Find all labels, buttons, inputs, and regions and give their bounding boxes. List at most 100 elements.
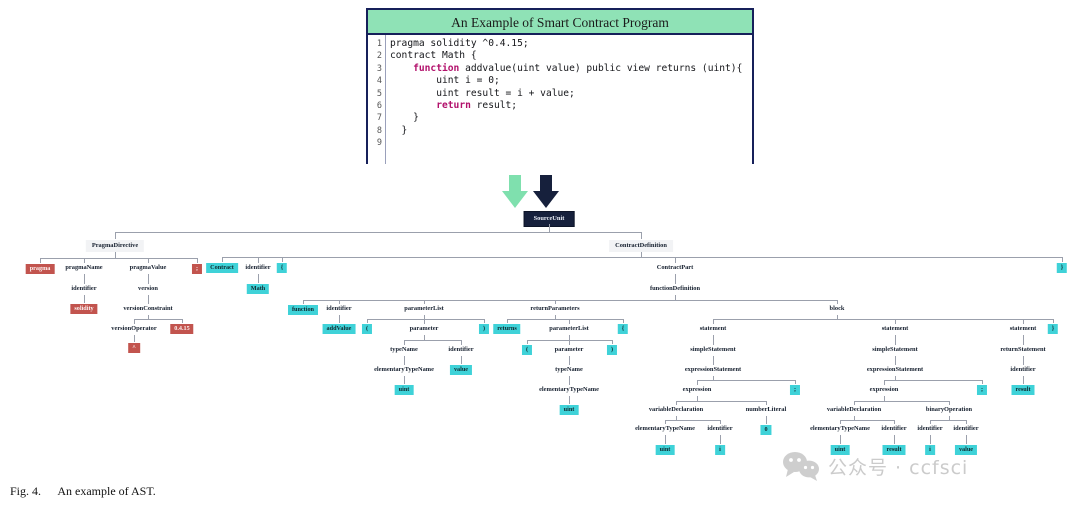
ast-node-typeName1: typeName (390, 346, 418, 353)
tree-edge (404, 340, 405, 345)
ast-node-resultLeaf2: result (1011, 385, 1035, 396)
tree-edge (949, 400, 950, 405)
tree-edge (641, 252, 642, 257)
tree-edge (148, 279, 149, 284)
ast-node-brace_close2: } (1047, 324, 1059, 335)
ast-node-identifier2: identifier (245, 264, 271, 271)
tree-edge (665, 439, 666, 444)
tree-edge (930, 435, 931, 440)
tree-edge (569, 319, 570, 324)
arrow-down-green (502, 175, 528, 208)
ast-node-statement3: statement (1009, 325, 1037, 332)
ast-node-statement2: statement (881, 325, 909, 332)
tree-edge (84, 299, 85, 303)
ast-node-elemType4: elementaryTypeName (810, 425, 870, 432)
tree-edge (404, 360, 405, 365)
watermark: 公众号 · ccfsci (782, 450, 968, 482)
tree-edge (555, 315, 556, 319)
tree-edge (115, 231, 641, 233)
ast-node-expressionStatement2: expressionStatement (866, 366, 924, 373)
ast-node-version: version (138, 285, 158, 292)
tree-edge (840, 420, 894, 421)
tree-edge (894, 439, 895, 444)
ast-node-uint1: uint (394, 385, 414, 396)
tree-edge (665, 435, 666, 440)
ast-node-zero: 0 (760, 425, 772, 436)
tree-edge (84, 279, 85, 284)
ast-node-numberLiteral: numberLiteral (745, 406, 787, 413)
tree-edge (982, 380, 983, 384)
tree-edge (303, 299, 304, 304)
tree-edge (148, 295, 149, 300)
tree-edge (404, 340, 461, 341)
ast-node-identifier4: identifier (448, 346, 474, 353)
tree-edge (569, 380, 570, 385)
tree-edge (840, 439, 841, 444)
tree-edge (697, 380, 698, 385)
ast-node-resultLeaf1: result (882, 445, 906, 456)
tree-edge (1023, 356, 1024, 361)
figure-caption-text: An example of AST. (57, 484, 156, 498)
ast-node-returnStatement: returnStatement (1000, 346, 1046, 353)
ast-node-variableDeclaration2: variableDeclaration (826, 406, 882, 413)
tree-edge (569, 356, 570, 361)
tree-edge (713, 319, 714, 324)
ast-node-caret: ^ (128, 343, 140, 354)
tree-edge (1023, 319, 1024, 324)
tree-edge (840, 420, 841, 424)
ast-node-solidity: solidity (70, 304, 98, 315)
arrow-down-navy (533, 175, 559, 208)
ast-node-expression1: expression (682, 386, 712, 393)
tree-edge (282, 257, 283, 262)
ast-node-returnsKw: returns (493, 324, 521, 335)
tree-edge (854, 400, 949, 402)
tree-edge (222, 257, 223, 262)
tree-edge (837, 315, 838, 319)
tree-edge (612, 339, 613, 344)
watermark-text: 公众号 · ccfsci (828, 456, 969, 479)
tree-edge (840, 435, 841, 440)
tree-edge (713, 319, 1053, 320)
tree-edge (713, 356, 714, 361)
tree-edge (484, 319, 485, 323)
figure-caption-label: Fig. 4. (10, 484, 42, 498)
tree-edge (134, 338, 135, 342)
ast-node-identifier1: identifier (71, 285, 97, 292)
ast-node-pragmaValue: pragmaValue (129, 264, 167, 271)
tree-edge (148, 274, 149, 279)
tree-edge (555, 299, 556, 304)
ast-node-iLeaf1: i (715, 445, 725, 456)
tree-edge (884, 380, 885, 385)
ast-node-paren_open2: ( (521, 345, 533, 356)
tree-edge (713, 376, 714, 380)
ast-node-simpleStatement1: simpleStatement (690, 346, 736, 353)
ast-node-parameterList2: parameterList (549, 325, 589, 332)
wechat-icon (783, 452, 819, 481)
tree-edge (569, 339, 570, 345)
tree-edge (623, 319, 624, 323)
tree-edge (1062, 257, 1063, 262)
ast-node-valueLeaf2: value (954, 445, 978, 456)
ast-node-expression2: expression (869, 386, 899, 393)
ast-node-semi1: ; (191, 264, 203, 275)
tree-edge (339, 319, 340, 323)
tree-edge (1023, 376, 1024, 380)
tree-edge (895, 319, 896, 324)
tree-edge (795, 380, 796, 384)
ast-node-returnParameters: returnParameters (530, 305, 580, 312)
tree-edge (569, 396, 570, 400)
figure-caption: Fig. 4. An example of AST. (10, 484, 156, 499)
tree-edge (766, 416, 767, 420)
tree-edge (720, 420, 721, 424)
tree-edge (424, 319, 425, 324)
tree-edge (148, 299, 149, 304)
tree-edge (404, 380, 405, 384)
tree-edge (549, 224, 550, 232)
tree-edge (895, 340, 896, 345)
tree-edge (966, 420, 967, 424)
tree-edge (569, 335, 570, 340)
tree-edge (895, 360, 896, 365)
ast-node-semi2: ; (789, 385, 801, 396)
